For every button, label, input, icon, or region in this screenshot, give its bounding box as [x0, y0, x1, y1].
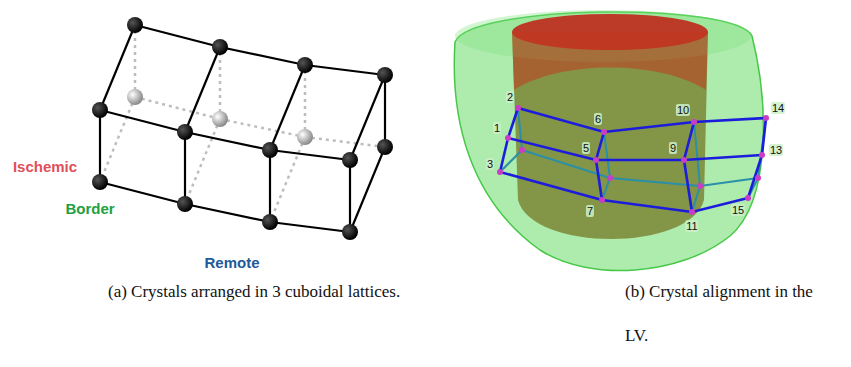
- crystals: [92, 17, 393, 240]
- callout-number: 9: [669, 142, 677, 154]
- crystal-markers: [497, 105, 769, 215]
- callout-number: 15: [731, 204, 745, 216]
- callout-number: 6: [594, 113, 602, 125]
- callout-number: 7: [586, 205, 594, 217]
- callout-number: 14: [771, 102, 785, 114]
- callout-number: 2: [506, 91, 514, 103]
- figure-caption: (a) Crystals arranged in 3 cuboidal latt…: [108, 270, 413, 314]
- crystal-lattice: [500, 108, 766, 212]
- callout-number: 3: [486, 158, 494, 170]
- zone-label: Remote: [204, 254, 259, 271]
- zone-label: Border: [65, 200, 114, 217]
- crystal-lattice-back: [500, 108, 766, 212]
- lattice-edges: [100, 25, 385, 232]
- callout-number: 11: [685, 220, 698, 232]
- lv-outer-wall: [454, 10, 763, 271]
- lv-inner-top: [512, 14, 708, 90]
- zone-label: Ischemic: [13, 158, 77, 175]
- hidden-crystals: [127, 89, 313, 145]
- callout-number: 13: [769, 144, 783, 156]
- figure-caption: (b) Crystal alignment in the LV.: [625, 270, 825, 358]
- callout-number: 1: [493, 122, 501, 134]
- callout-number: 10: [676, 104, 690, 116]
- callout-number: 5: [582, 142, 590, 154]
